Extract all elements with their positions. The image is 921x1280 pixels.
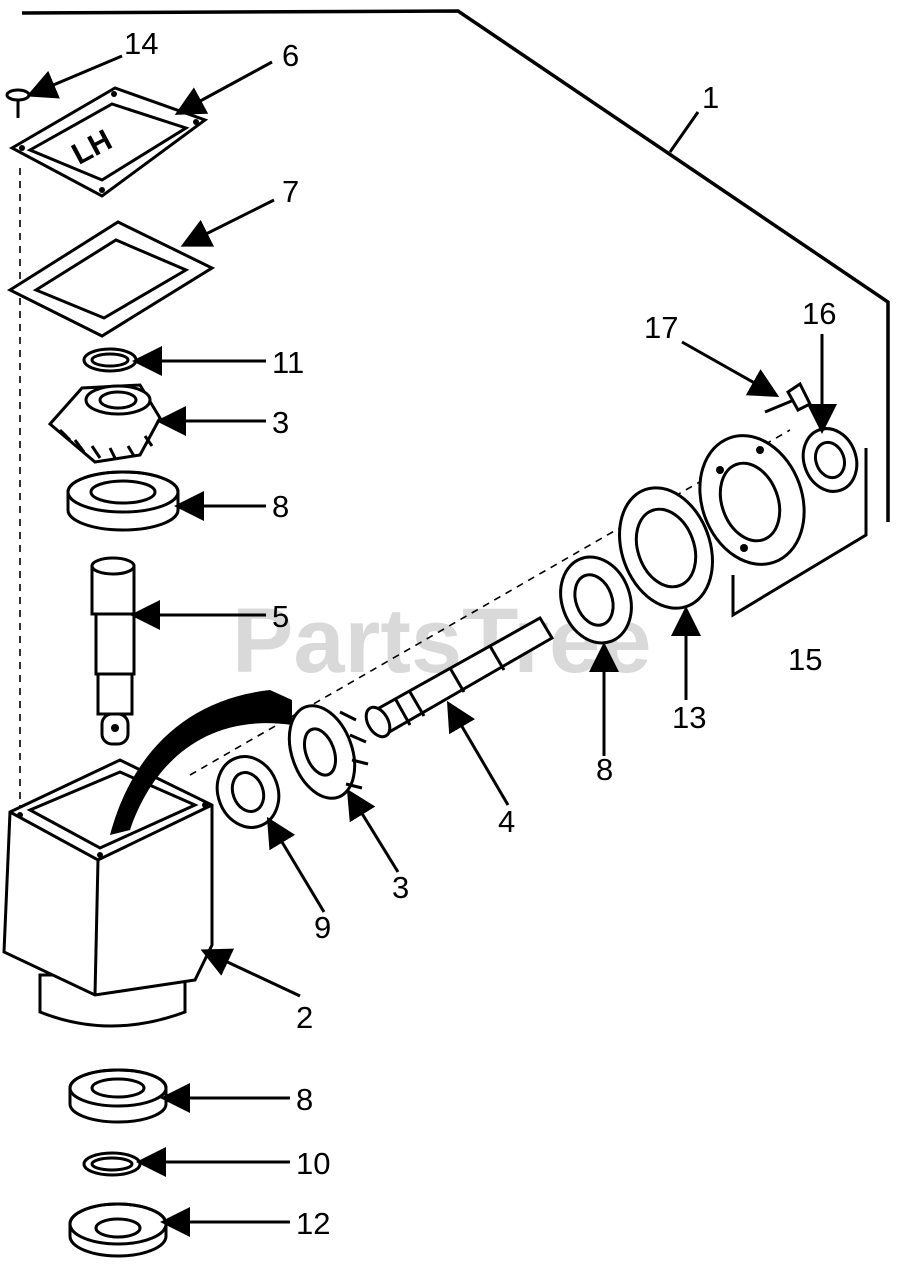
label-8-middle: 8: [596, 752, 613, 787]
label-1: 1: [702, 80, 719, 115]
shaft-part-5: [90, 556, 136, 746]
gasket-part-13: [618, 486, 714, 610]
bearing-part-8-middle: [559, 555, 633, 645]
cover-part-6: LH: [8, 86, 209, 198]
snap-ring-part-11: [82, 347, 138, 373]
part-labels: 14 6 1 7 11 3 8 5 17 16 15 13 8 4 9 3 2 …: [124, 26, 836, 1241]
housing-part-2: [2, 758, 214, 1028]
flange-part-15: [698, 434, 806, 566]
flange-bracket: [731, 448, 868, 618]
gasket-part-7: [6, 220, 216, 338]
seal-part-16: [801, 427, 859, 493]
label-4: 4: [498, 804, 515, 839]
label-8-upper: 8: [272, 489, 289, 524]
label-14: 14: [124, 26, 158, 61]
screw-part-14: [5, 88, 31, 118]
label-7: 7: [282, 174, 299, 209]
bolt-part-17: [764, 381, 813, 414]
label-17: 17: [644, 310, 678, 345]
label-12: 12: [296, 1206, 330, 1241]
shaft-assembly-axis: [189, 429, 791, 776]
label-11: 11: [272, 345, 304, 380]
leader-lines: [26, 54, 837, 1237]
label-10: 10: [296, 1146, 330, 1181]
bevel-gear-part-3-upper: [47, 383, 162, 464]
label-3-lower: 3: [392, 870, 409, 905]
bearing-part-8-upper: [66, 470, 180, 532]
label-9: 9: [314, 910, 331, 945]
seal-part-12: [68, 1202, 168, 1258]
bevel-gear-part-3-lower: [287, 704, 369, 800]
label-6: 6: [282, 38, 299, 73]
rotation-arrow: [110, 690, 292, 835]
label-8-lower: 8: [296, 1082, 313, 1117]
snap-ring-part-10: [82, 1151, 142, 1177]
label-13: 13: [672, 700, 706, 735]
bearing-part-8-lower: [68, 1068, 168, 1124]
shaft-part-4: [364, 615, 555, 739]
label-16: 16: [802, 296, 836, 331]
bearing-part-9: [215, 755, 281, 829]
label-5: 5: [272, 599, 289, 634]
label-3-upper: 3: [272, 405, 289, 440]
label-15: 15: [788, 642, 822, 677]
assembly-bracket: [21, 9, 890, 522]
label-2: 2: [296, 1000, 313, 1035]
